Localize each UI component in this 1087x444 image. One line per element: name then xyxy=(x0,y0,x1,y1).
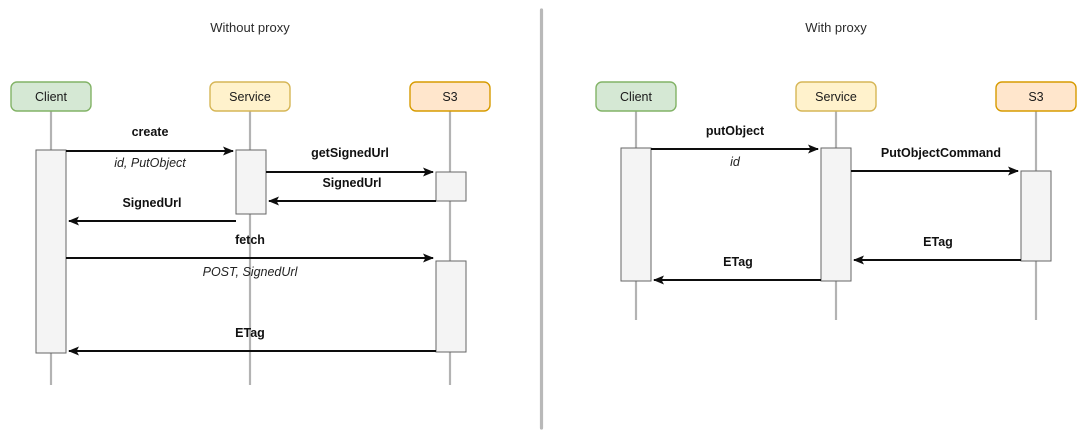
participant-box-client[interactable] xyxy=(10,81,92,112)
message-sublabel-fetch: POST, SignedUrl xyxy=(203,265,299,279)
participant-box-s3[interactable] xyxy=(995,81,1077,112)
message-label-etag-service-client: ETag xyxy=(723,255,753,269)
activation-bar-client-0 xyxy=(35,149,67,354)
activation-bar-service-1 xyxy=(820,147,852,282)
message-label-signedUrl-service-client: SignedUrl xyxy=(122,196,181,210)
participant-box-client[interactable] xyxy=(595,81,677,112)
activation-bar-s3-2 xyxy=(1020,170,1052,262)
participant-label-service: Service xyxy=(815,90,857,104)
message-getSignedUrl: getSignedUrl xyxy=(266,146,434,177)
panel-title-with-proxy: With proxy xyxy=(805,20,867,35)
message-label-getSignedUrl: getSignedUrl xyxy=(311,146,389,160)
message-etag-s3-client: ETag xyxy=(68,326,436,356)
message-label-putObjectCommand: PutObjectCommand xyxy=(881,146,1001,160)
participant-box-service[interactable] xyxy=(795,81,877,112)
participant-box-s3[interactable] xyxy=(409,81,491,112)
activation-bar-s3-2 xyxy=(435,171,467,202)
message-etag-s3-service: ETag xyxy=(853,235,1021,265)
message-etag-service-client: ETag xyxy=(653,255,821,285)
panel-title-without-proxy: Without proxy xyxy=(210,20,290,35)
message-sublabel-putObject: id xyxy=(730,155,741,169)
activation-bar-s3-3 xyxy=(435,260,467,353)
participant-label-service: Service xyxy=(229,90,271,104)
message-label-etag-s3-client: ETag xyxy=(235,326,265,340)
participant-label-s3: S3 xyxy=(442,90,457,104)
participant-service-without-proxy[interactable]: Service xyxy=(209,81,291,385)
message-putObjectCommand: PutObjectCommand xyxy=(851,146,1019,176)
participant-box-service[interactable] xyxy=(209,81,291,112)
message-create: create id, PutObject xyxy=(66,125,234,170)
message-signedUrl-service-client: SignedUrl xyxy=(68,196,236,226)
message-putObject: putObject id xyxy=(651,124,819,169)
activation-bar-service-1 xyxy=(235,149,267,215)
activation-bar-client-0 xyxy=(620,147,652,282)
message-sublabel-create: id, PutObject xyxy=(114,156,186,170)
participant-label-client: Client xyxy=(35,90,67,104)
message-label-create: create xyxy=(132,125,169,139)
message-signedUrl-s3-service: SignedUrl xyxy=(268,176,436,206)
message-label-signedUrl-s3-service: SignedUrl xyxy=(322,176,381,190)
participant-label-client: Client xyxy=(620,90,652,104)
message-label-putObject: putObject xyxy=(706,124,765,138)
message-label-etag-s3-service: ETag xyxy=(923,235,953,249)
participant-label-s3: S3 xyxy=(1028,90,1043,104)
message-label-fetch: fetch xyxy=(235,233,265,247)
